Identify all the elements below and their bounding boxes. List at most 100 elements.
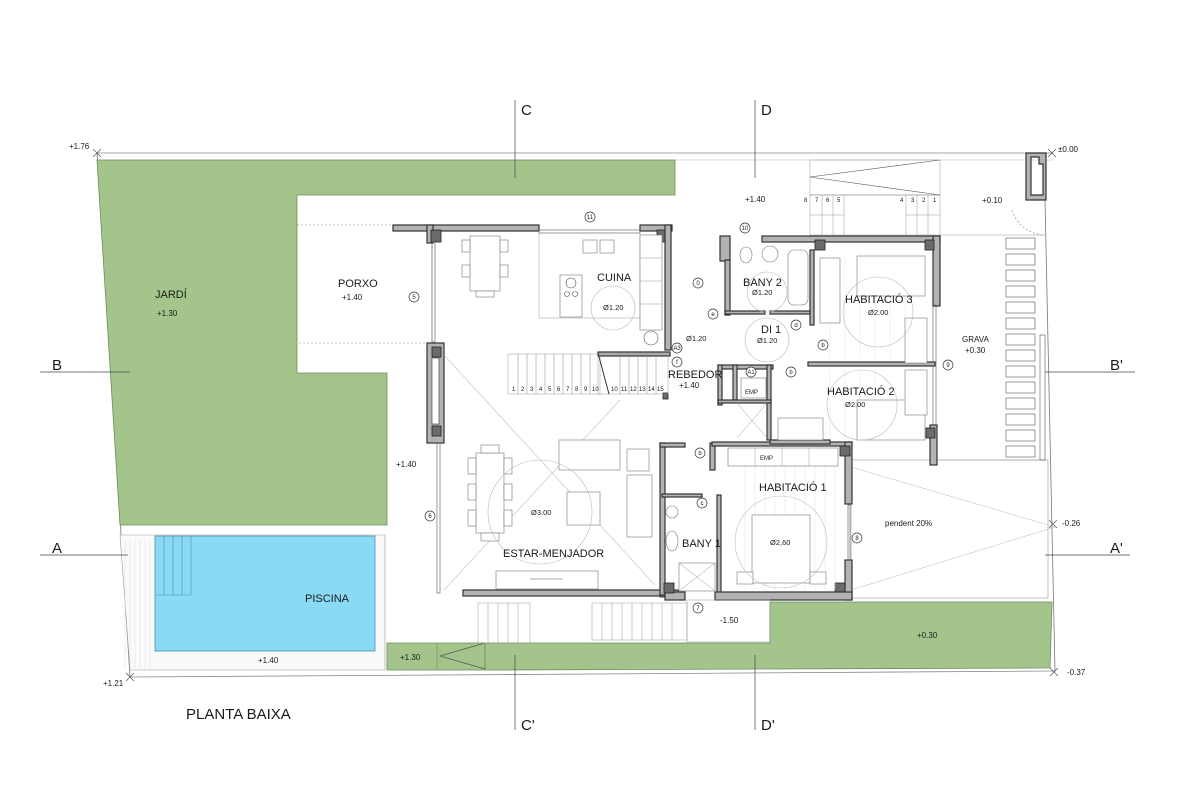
room-estar-menjador: ESTAR-MENJADOR bbox=[503, 548, 604, 560]
svg-text:+0.30: +0.30 bbox=[965, 346, 986, 355]
bedroom-furniture bbox=[727, 255, 928, 589]
south-exterior-stairs bbox=[477, 599, 771, 644]
svg-text:15: 15 bbox=[657, 387, 664, 393]
svg-text:+1.40: +1.40 bbox=[396, 460, 417, 469]
level-annotations: +1.76 ±0.00 +1.21 -0.37 +1.40 +0.10 +1.4… bbox=[69, 142, 1086, 688]
svg-text:d: d bbox=[794, 323, 797, 329]
svg-text:+1.30: +1.30 bbox=[157, 309, 178, 318]
section-a-prime: A' bbox=[1110, 540, 1123, 557]
north-exterior-stair bbox=[809, 159, 941, 236]
svg-text:11: 11 bbox=[587, 215, 594, 221]
stair-step-numbers: 1 2 3 4 5 6 7 8 9 10 10 11 12 13 14 15 bbox=[512, 387, 664, 393]
svg-text:Ø1.20: Ø1.20 bbox=[752, 288, 772, 297]
svg-text:3: 3 bbox=[530, 387, 534, 393]
svg-text:+1.21: +1.21 bbox=[103, 679, 124, 688]
svg-text:Ø1.20: Ø1.20 bbox=[757, 336, 777, 345]
svg-text:8: 8 bbox=[575, 387, 579, 393]
section-d-prime: D' bbox=[761, 717, 775, 734]
svg-text:+1.40: +1.40 bbox=[258, 656, 279, 665]
svg-text:8: 8 bbox=[855, 536, 859, 542]
area-piscina: PISCINA bbox=[305, 593, 350, 605]
svg-text:Ø2,60: Ø2,60 bbox=[770, 538, 790, 547]
room-rebedor: REBEDOR bbox=[668, 369, 722, 381]
drawing-title: PLANTA BAIXA bbox=[186, 706, 291, 723]
section-lines bbox=[40, 100, 1135, 730]
svg-text:10: 10 bbox=[611, 387, 618, 393]
bathrooms-furniture bbox=[665, 245, 824, 592]
step-number: 6 bbox=[826, 198, 830, 204]
building-walls bbox=[392, 224, 941, 601]
garden-jardi bbox=[96, 159, 676, 526]
svg-text:+0.10: +0.10 bbox=[982, 196, 1003, 205]
section-b: B bbox=[52, 357, 62, 374]
kitchen-furniture bbox=[461, 232, 663, 346]
section-a: A bbox=[52, 540, 62, 557]
stepping-stones bbox=[1005, 237, 1036, 458]
step-number: 2 bbox=[922, 198, 926, 204]
svg-text:12: 12 bbox=[630, 387, 637, 393]
svg-text:b: b bbox=[698, 451, 702, 457]
svg-text:+1.40: +1.40 bbox=[679, 381, 700, 390]
svg-text:14: 14 bbox=[648, 387, 655, 393]
double-height-void bbox=[443, 354, 656, 591]
pool-steps bbox=[155, 536, 192, 596]
pool bbox=[154, 535, 376, 652]
svg-text:b: b bbox=[789, 370, 793, 376]
room-bany-2: BANY 2 bbox=[743, 277, 782, 289]
room-di-1: DI 1 bbox=[761, 324, 781, 336]
svg-text:5: 5 bbox=[412, 295, 416, 301]
svg-text:f: f bbox=[676, 360, 678, 366]
closet-emp: EMP bbox=[760, 456, 773, 462]
ramp-arrow bbox=[438, 642, 486, 670]
step-number: 4 bbox=[900, 198, 904, 204]
svg-text:b: b bbox=[821, 343, 825, 349]
svg-text:Ø2.00: Ø2.00 bbox=[868, 308, 888, 317]
section-c: C bbox=[521, 102, 532, 119]
main-stair bbox=[507, 352, 669, 395]
svg-text:-0.37: -0.37 bbox=[1067, 668, 1086, 677]
room-jardi: JARDÍ bbox=[155, 288, 188, 301]
room-habitacio-3: HABITACIÓ 3 bbox=[845, 293, 913, 306]
svg-text:+1.76: +1.76 bbox=[69, 142, 90, 151]
garden-south bbox=[484, 601, 1053, 671]
section-d: D bbox=[761, 102, 772, 119]
room-habitacio-1: HABITACIÓ 1 bbox=[759, 481, 827, 494]
svg-text:13: 13 bbox=[639, 387, 646, 393]
svg-text:2: 2 bbox=[521, 387, 525, 393]
section-c-prime: C' bbox=[521, 717, 535, 734]
svg-text:e: e bbox=[711, 312, 715, 318]
svg-text:Ø1.20: Ø1.20 bbox=[603, 303, 623, 312]
svg-text:4: 4 bbox=[539, 387, 543, 393]
svg-text:5: 5 bbox=[548, 387, 552, 393]
svg-text:+1.40: +1.40 bbox=[745, 195, 766, 204]
svg-text:-0.26: -0.26 bbox=[1062, 519, 1081, 528]
step-number: 7 bbox=[815, 198, 819, 204]
room-bany-1: BANY 1 bbox=[682, 538, 721, 550]
reference-tag-labels: 11 5 6 7 8 9 10 0 e A3 f d b b A1 b c bbox=[412, 215, 950, 612]
svg-text:10: 10 bbox=[742, 226, 749, 232]
ne-wall-element bbox=[1025, 152, 1047, 201]
svg-text:1: 1 bbox=[512, 387, 516, 393]
svg-text:c: c bbox=[701, 501, 704, 507]
svg-text:6: 6 bbox=[557, 387, 561, 393]
ramp-slope: pendent 20% bbox=[885, 519, 932, 528]
svg-text:+0.30: +0.30 bbox=[917, 631, 938, 640]
svg-text:Ø1.20: Ø1.20 bbox=[686, 334, 706, 343]
step-number: 5 bbox=[837, 198, 841, 204]
room-habitacio-2: HABITACIÓ 2 bbox=[827, 385, 895, 398]
svg-text:9: 9 bbox=[584, 387, 588, 393]
svg-text:10: 10 bbox=[592, 387, 599, 393]
corner-markers bbox=[92, 148, 1059, 682]
step-number: 1 bbox=[933, 198, 937, 204]
svg-text:0: 0 bbox=[696, 281, 700, 287]
step-number: 3 bbox=[911, 198, 915, 204]
room-labels: JARDÍ +1.30 PORXO +1.40 CUINA Ø1.20 REBE… bbox=[155, 272, 989, 605]
svg-text:+1.30: +1.30 bbox=[400, 653, 421, 662]
svg-text:6: 6 bbox=[428, 514, 432, 520]
svg-text:11: 11 bbox=[621, 387, 628, 393]
living-furniture bbox=[467, 439, 653, 590]
svg-text:9: 9 bbox=[946, 363, 950, 369]
svg-text:7: 7 bbox=[566, 387, 570, 393]
room-cuina: CUINA bbox=[597, 272, 632, 284]
